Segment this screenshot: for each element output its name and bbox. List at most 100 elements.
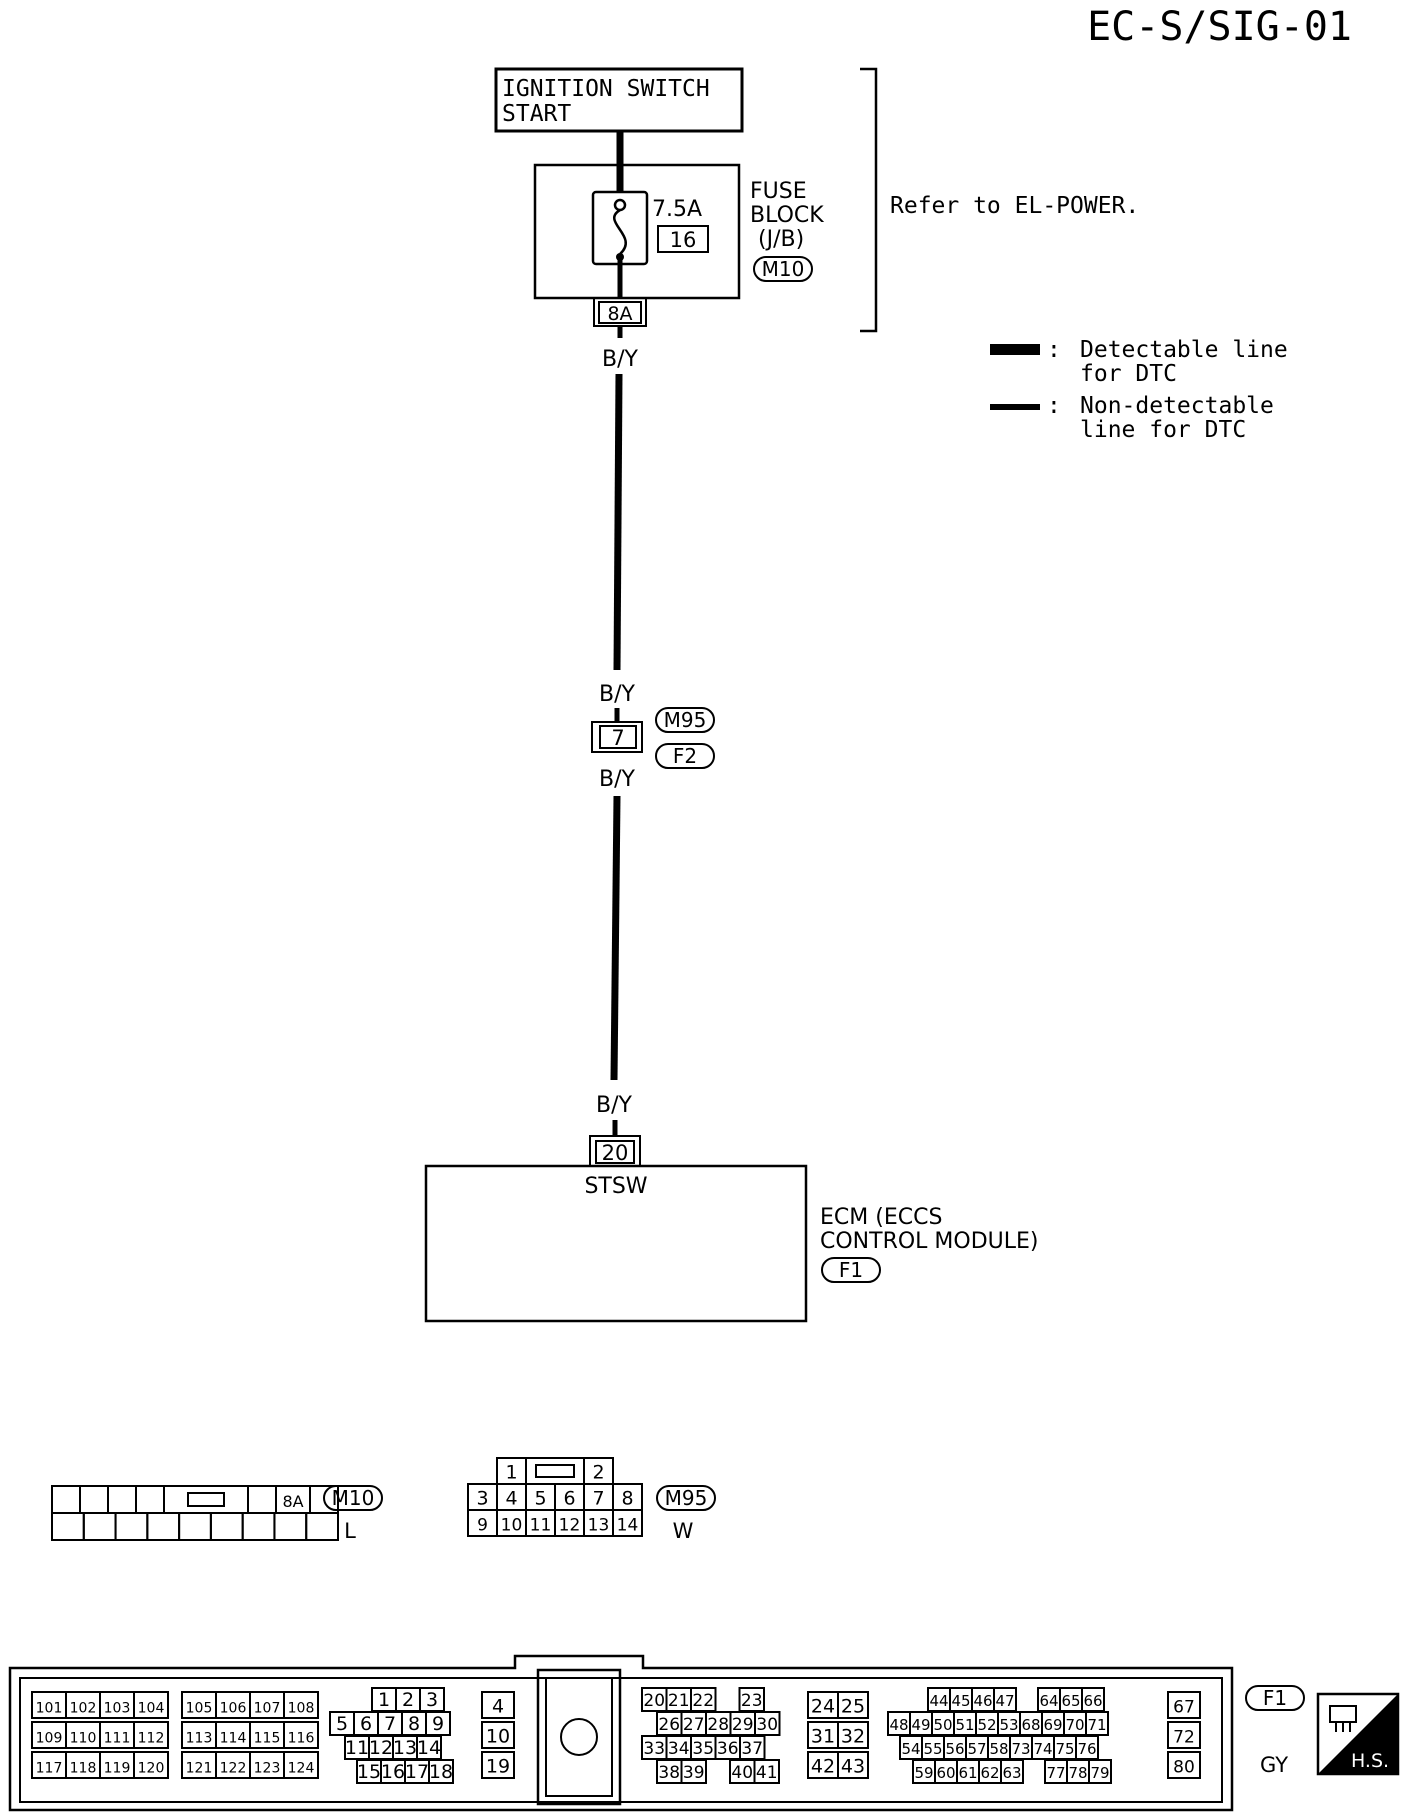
cavity-number: 124: [288, 1760, 315, 1776]
cavity-number: 54: [901, 1740, 920, 1758]
f1-center-key-inner: [545, 1677, 613, 1797]
cavity-number: 8: [408, 1713, 420, 1735]
cavity-number: 47: [995, 1692, 1014, 1710]
f1-center-key: [536, 1668, 622, 1806]
cavity-number: 16: [381, 1761, 405, 1783]
fuse-block-name-line1: FUSE: [750, 179, 807, 204]
joint-connector-female-badge: [655, 743, 715, 769]
cavity-number: 79: [1090, 1764, 1109, 1782]
cavity-number: 21: [668, 1691, 690, 1711]
cavity-number: 59: [914, 1764, 933, 1782]
cavity: [753, 1759, 780, 1784]
cavity-number: 112: [138, 1730, 165, 1746]
hs-connector-icon: [1329, 1705, 1357, 1732]
terminal-8a-inner: [598, 301, 642, 324]
cavity-number: 66: [1083, 1692, 1102, 1710]
page-code: EC-S/SIG-01: [1087, 4, 1352, 50]
cavity-number: 69: [1043, 1716, 1062, 1734]
cavity-number: 63: [1002, 1764, 1021, 1782]
cavity-number: 6: [360, 1713, 372, 1735]
cavity-number: 45: [951, 1692, 970, 1710]
fuse-block-connector-badge: [753, 256, 813, 282]
cavity: [481, 1751, 515, 1779]
joint-connector-inner: [599, 725, 637, 749]
cavity: [133, 1721, 169, 1749]
cavity-number: 74: [1033, 1740, 1052, 1758]
cavity: [837, 1691, 869, 1719]
cavity-number: 62: [980, 1764, 999, 1782]
cavity: [273, 1512, 308, 1541]
joint-connector-female-id: F2: [673, 744, 697, 768]
cavity-number: 8A: [282, 1492, 303, 1511]
cavity-number: 106: [220, 1700, 247, 1716]
fuse-block-name-line3: (J/B): [758, 227, 804, 252]
lock-tab-icon: [535, 1464, 575, 1478]
cavity-number: 9: [432, 1713, 444, 1735]
cavity-number: 4: [505, 1487, 517, 1509]
cavity-number: 38: [658, 1763, 680, 1783]
cavity-number: 119: [104, 1760, 131, 1776]
cavity-number: 31: [811, 1725, 835, 1747]
ecm-name-line1: ECM (ECCS: [820, 1205, 942, 1230]
cavity: [114, 1512, 149, 1541]
cavity: [133, 1751, 169, 1779]
cavity-number: 113: [186, 1730, 213, 1746]
cavity-number: 1: [505, 1461, 517, 1483]
wire-color-label-4: B/Y: [596, 1093, 633, 1118]
cavity-number: 40: [731, 1763, 753, 1783]
ecm-box: [424, 1164, 808, 1323]
cavity-number: 12: [369, 1737, 393, 1759]
ecm-connector-badge: [821, 1257, 881, 1283]
cavity: [107, 1485, 137, 1514]
hs-badge-triangle: [1318, 1694, 1398, 1774]
cavity-number: 22: [692, 1691, 714, 1711]
joint-connector-outer: [591, 721, 643, 753]
cavity-number: 114: [220, 1730, 247, 1746]
cavity-number: 60: [936, 1764, 955, 1782]
cavity-number: 49: [911, 1716, 930, 1734]
cavity-number: 28: [707, 1715, 729, 1735]
cavity: [209, 1512, 244, 1541]
cavity-number: 116: [288, 1730, 315, 1746]
f1-view-color: GY: [1260, 1753, 1288, 1777]
cavity-number: 72: [1173, 1727, 1195, 1747]
cavity-number: 115: [254, 1730, 281, 1746]
cavity-number: 43: [841, 1755, 865, 1777]
cavity: [1000, 1759, 1024, 1784]
cavity-number: 13: [393, 1737, 417, 1759]
cavity-number: 58: [989, 1740, 1008, 1758]
cavity-number: 103: [104, 1700, 131, 1716]
cavity: [82, 1512, 117, 1541]
cavity-number: 37: [741, 1739, 763, 1759]
cavity-number: 46: [973, 1692, 992, 1710]
cavity-number: 75: [1055, 1740, 1074, 1758]
f1-center-hole: [560, 1718, 598, 1756]
cavity-number: 2: [592, 1461, 604, 1483]
refer-note: Refer to EL-POWER.: [890, 193, 1139, 219]
cavity: [1167, 1721, 1201, 1749]
cavity-number: 7: [384, 1713, 396, 1735]
cavity: [146, 1512, 181, 1541]
cavity-number: 57: [967, 1740, 986, 1758]
cavity-number: 111: [104, 1730, 131, 1746]
cavity: [1167, 1751, 1201, 1779]
cavity-number: 121: [186, 1760, 213, 1776]
legend-detectable-colon: :: [1047, 337, 1061, 363]
cavity-number: 19: [486, 1755, 510, 1777]
f1-view-badge: [1245, 1685, 1305, 1711]
joint-connector-male-badge: [655, 707, 715, 733]
cavity-number: 61: [958, 1764, 977, 1782]
cavity-number: 123: [254, 1760, 281, 1776]
cavity: [135, 1485, 165, 1514]
cavity-number: 104: [138, 1700, 165, 1716]
wire-fuse-to-joint: [613, 373, 623, 671]
cavity-number: 76: [1077, 1740, 1096, 1758]
fuse-number-box: [657, 225, 709, 253]
cavity-number: 34: [668, 1739, 690, 1759]
cavity-number: 101: [36, 1700, 63, 1716]
cavity-number: 13: [588, 1515, 610, 1535]
refer-bracket: [860, 67, 878, 333]
legend-nondetectable-colon: :: [1047, 393, 1061, 419]
ecm-terminal-number: 20: [602, 1141, 629, 1165]
